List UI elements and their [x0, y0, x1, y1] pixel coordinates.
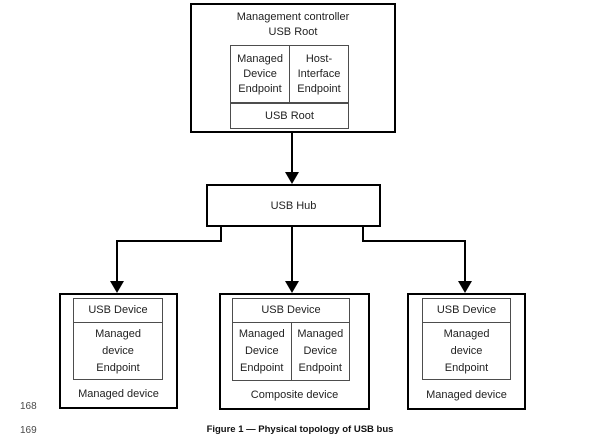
device-type-label: Managed device: [78, 388, 159, 400]
hub-right-horizontal-line: [362, 240, 466, 242]
managed-device-box-right: USB Device Managed device Endpoint Manag…: [407, 293, 526, 410]
management-controller-title-line2: USB Root: [268, 26, 318, 38]
managed-device-endpoint-box: Managed device Endpoint: [422, 322, 511, 380]
endpoint-line: Device: [244, 345, 279, 357]
figure-caption: Figure 1 — Physical topology of USB bus: [206, 424, 394, 435]
host-interface-endpoint-line: Interface: [297, 67, 341, 80]
managed-device-endpoint-box: Managed Device Endpoint: [231, 46, 290, 102]
endpoint-line: Managed: [297, 328, 344, 340]
endpoint-line: Endpoint: [444, 361, 489, 374]
root-to-hub-arrowhead-icon: [285, 172, 299, 184]
hub-to-middle-device-arrowhead-icon: [285, 281, 299, 293]
hub-right-stub-line: [362, 227, 364, 242]
endpoint-line: Endpoint: [298, 362, 342, 374]
endpoint-line: Endpoint: [96, 361, 140, 374]
usb-root-box: USB Root: [230, 103, 349, 129]
endpoint-cell: Managed device Endpoint: [423, 323, 510, 379]
hub-left-stub-line: [220, 227, 222, 242]
root-to-hub-line: [291, 133, 293, 173]
hub-to-left-device-arrowhead-icon: [110, 281, 124, 293]
endpoint-line: Managed: [443, 327, 490, 340]
endpoint-line: device: [102, 344, 134, 357]
usb-hub-label: USB Hub: [270, 199, 317, 212]
composite-endpoint-grid: Managed Device Endpoint Managed Device E…: [232, 322, 350, 381]
host-interface-endpoint-line: Endpoint: [297, 82, 341, 95]
management-controller-title-line1: Management controller: [236, 11, 350, 23]
composite-device-box: USB Device Managed Device Endpoint Manag…: [219, 293, 370, 410]
endpoint-line: Managed: [238, 328, 285, 340]
hub-left-vertical-line: [116, 240, 118, 282]
endpoint-line: Endpoint: [240, 362, 284, 374]
usb-device-box: USB Device: [73, 298, 163, 323]
managed-device-endpoint-line: Managed: [237, 52, 283, 65]
hub-right-vertical-line: [464, 240, 466, 282]
device-type-label: Managed device: [426, 389, 507, 401]
endpoint-cell: Managed device Endpoint: [74, 323, 162, 379]
managed-device-endpoint-line: Device: [243, 67, 277, 80]
margin-line-number: 169: [20, 425, 37, 436]
margin-line-number: 168: [20, 401, 37, 412]
management-controller-box: Management controller USB Root Managed D…: [190, 3, 396, 133]
hub-center-vertical-line: [291, 227, 293, 282]
managed-device-box-left: USB Device Managed device Endpoint Manag…: [59, 293, 178, 409]
usb-device-box: USB Device: [232, 298, 350, 323]
hub-to-right-device-arrowhead-icon: [458, 281, 472, 293]
endpoint-line: Device: [303, 345, 338, 357]
endpoint-cell: Managed Device Endpoint: [292, 323, 350, 380]
management-controller-title: Management controller USB Root: [192, 5, 394, 40]
device-type-label: Composite device: [250, 389, 339, 401]
managed-device-endpoint-line: Endpoint: [238, 82, 282, 95]
host-interface-endpoint-box: Host- Interface Endpoint: [290, 46, 348, 102]
endpoint-line: device: [450, 344, 483, 357]
endpoint-line: Managed: [95, 327, 141, 340]
managed-device-endpoint-box: Managed device Endpoint: [73, 322, 163, 380]
hub-left-horizontal-line: [116, 240, 222, 242]
usb-device-box: USB Device: [422, 298, 511, 323]
endpoint-cell: Managed Device Endpoint: [233, 323, 292, 380]
root-endpoint-grid: Managed Device Endpoint Host- Interface …: [230, 45, 349, 103]
usb-hub-box: USB Hub: [206, 184, 381, 227]
host-interface-endpoint-line: Host-: [305, 52, 333, 65]
